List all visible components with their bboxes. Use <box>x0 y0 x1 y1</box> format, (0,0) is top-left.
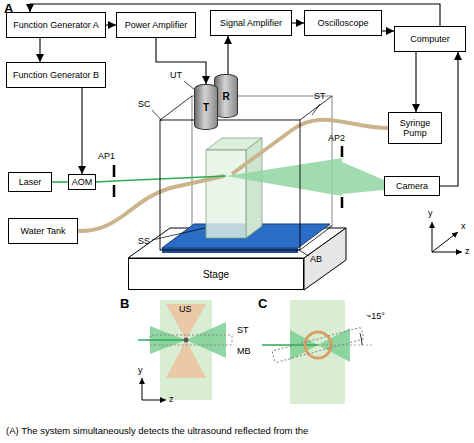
part-label: MB <box>237 347 251 356</box>
instrument-box: Oscilloscope <box>304 10 382 36</box>
leader-line <box>312 104 320 115</box>
tank-edge <box>160 96 192 120</box>
instrument-box: Camera <box>384 176 440 196</box>
axis-label: z <box>169 395 174 404</box>
node-text: Syringe Pump <box>389 118 441 139</box>
node-text: Stage <box>203 269 229 280</box>
signal-connector <box>106 24 116 25</box>
signal-connector <box>415 52 416 112</box>
node-text: Power Amplifier <box>125 20 188 30</box>
panel-letter: C <box>258 297 267 310</box>
laser-cone <box>186 322 226 358</box>
panel-letter: B <box>120 297 129 310</box>
node-text: Function Generator B <box>13 70 99 80</box>
transducer: T <box>194 84 218 130</box>
node-text: Function Generator A <box>13 20 99 30</box>
node-text: T <box>203 102 209 113</box>
part-label: SS <box>138 237 150 246</box>
panel-letter: A <box>4 2 13 15</box>
axis-label: z <box>465 247 470 256</box>
laser-beam <box>262 344 318 346</box>
panel-ground <box>160 300 212 400</box>
axis <box>432 232 458 252</box>
signal-connector <box>52 181 68 183</box>
signal-connector <box>81 88 82 174</box>
instrument-box: Syringe Pump <box>388 112 442 144</box>
tank-front <box>160 120 300 250</box>
signal-connector <box>227 36 228 74</box>
part-label: UT <box>170 71 182 80</box>
stage-box: Stage <box>128 258 304 290</box>
sample-tube <box>150 335 232 345</box>
node-text: AOM <box>72 177 93 187</box>
instrument-box: Power Amplifier <box>116 12 196 38</box>
aperture <box>341 197 344 208</box>
sample-holder <box>206 150 246 238</box>
laser-cone <box>226 158 342 196</box>
figure-caption: (A) The system simultaneously detects th… <box>6 425 308 436</box>
aperture <box>113 165 116 177</box>
tube <box>76 176 224 231</box>
laser-beam <box>138 339 186 341</box>
microbubble <box>184 338 189 343</box>
axis <box>432 222 433 252</box>
instrument-box: Laser <box>8 172 52 192</box>
node-text: Oscilloscope <box>317 18 368 28</box>
leader-line <box>152 110 162 121</box>
part-label: ST <box>314 92 326 101</box>
axis <box>142 400 166 401</box>
reference-line <box>318 345 372 346</box>
instrument-box: AOM <box>68 174 96 190</box>
axis <box>432 252 462 253</box>
angle-arc <box>360 333 362 345</box>
laser-cone <box>342 162 384 194</box>
node-text: Signal Amplifier <box>220 18 282 28</box>
instrument-box: Function Generator B <box>6 62 106 88</box>
signal-connector <box>39 38 40 62</box>
axis-label: y <box>428 209 433 218</box>
signal-connector <box>382 30 394 31</box>
aperture <box>341 146 344 157</box>
signal-connector <box>292 22 304 23</box>
part-label: ST <box>237 326 249 335</box>
instrument-box: Signal Amplifier <box>210 10 292 36</box>
node-text: Computer <box>410 34 450 44</box>
node-text: R <box>222 91 229 102</box>
axis <box>142 378 143 400</box>
part-label: US <box>179 305 192 314</box>
part-label: AP1 <box>98 152 115 161</box>
aperture <box>113 185 116 197</box>
laser-beam <box>96 176 226 182</box>
node-text: Water Tank <box>20 226 65 236</box>
signal-connector <box>440 52 458 186</box>
node-text: Camera <box>396 181 428 191</box>
part-label: SC <box>138 100 151 109</box>
angle-label: ~15° <box>366 312 385 321</box>
part-label: AB <box>310 255 322 264</box>
signal-connector <box>156 38 206 84</box>
part-label: AP2 <box>328 134 345 143</box>
axis-label: x <box>461 222 466 231</box>
instrument-box: Function Generator A <box>6 12 106 38</box>
leader-line <box>152 228 205 240</box>
axis-label: y <box>138 366 143 375</box>
absorber-edge <box>162 248 298 253</box>
leader-line <box>297 249 309 256</box>
instrument-box: Computer <box>394 26 466 52</box>
instrument-box: Water Tank <box>8 218 78 244</box>
node-text: Laser <box>19 177 42 187</box>
